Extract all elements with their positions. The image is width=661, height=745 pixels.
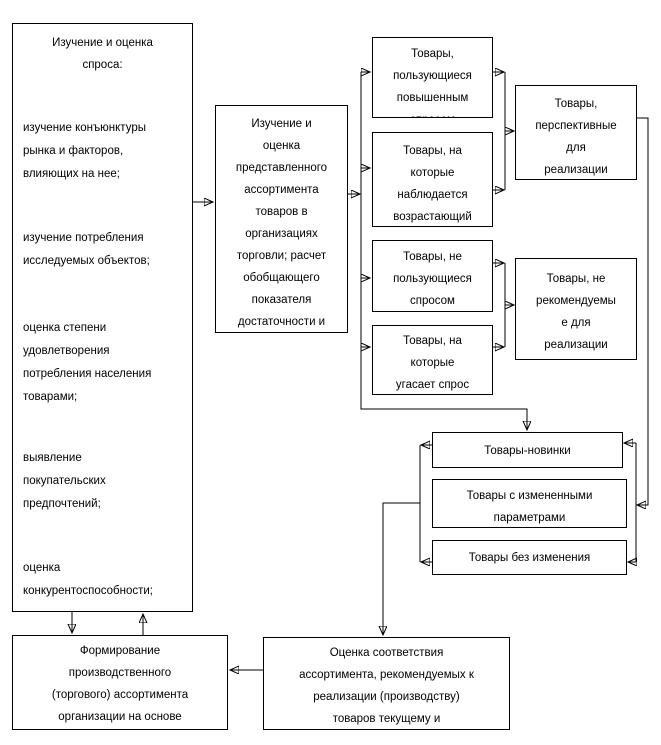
- demand-study-item-3: оценка степени удовлетворения потреблени…: [23, 322, 152, 403]
- box-goods-fading-demand: Товары, на которые угасает спрос: [372, 325, 493, 395]
- box-goods-unchanged: Товары без изменения: [432, 540, 627, 575]
- box-goods-new: Товары-новинки: [432, 432, 623, 468]
- box-assortment-conformity: Оценка соответствия ассортимента, рекоме…: [263, 637, 510, 730]
- box-goods-promising: Товары, перспективные для реализации: [515, 85, 637, 180]
- demand-study-title: Изучение и оценка спроса:: [52, 37, 153, 71]
- box-goods-growing-demand: Товары, на которые наблюдается возрастаю…: [372, 132, 493, 227]
- box-assortment-study: Изучение и оценка представленного ассорт…: [215, 105, 348, 333]
- demand-study-item-2: изучение потребления исследуемых объекто…: [23, 232, 150, 267]
- box-goods-high-demand: Товары, пользующиеся повышенным спросом: [372, 37, 493, 118]
- demand-study-item-5: оценка конкурентоспособности;: [23, 562, 153, 597]
- box-goods-no-demand: Товары, не пользующиеся спросом: [372, 240, 493, 312]
- box-goods-not-recommended: Товары, не рекомендуемы е для реализации: [515, 258, 637, 360]
- arrow-promising-to-group: [637, 117, 649, 505]
- box-assortment-formation: Формирование производственного (торговог…: [12, 635, 228, 730]
- demand-study-item-1: изучение конъюнктуры рынка и факторов, в…: [23, 122, 146, 180]
- demand-study-item-4: выявление покупательских предпочтений;: [23, 452, 106, 510]
- box-demand-study: Изучение и оценка спроса: изучение конъю…: [12, 23, 193, 612]
- box-goods-changed-params: Товары с измененными параметрами: [432, 479, 627, 528]
- arrow-collector-to-conformity: [383, 502, 420, 635]
